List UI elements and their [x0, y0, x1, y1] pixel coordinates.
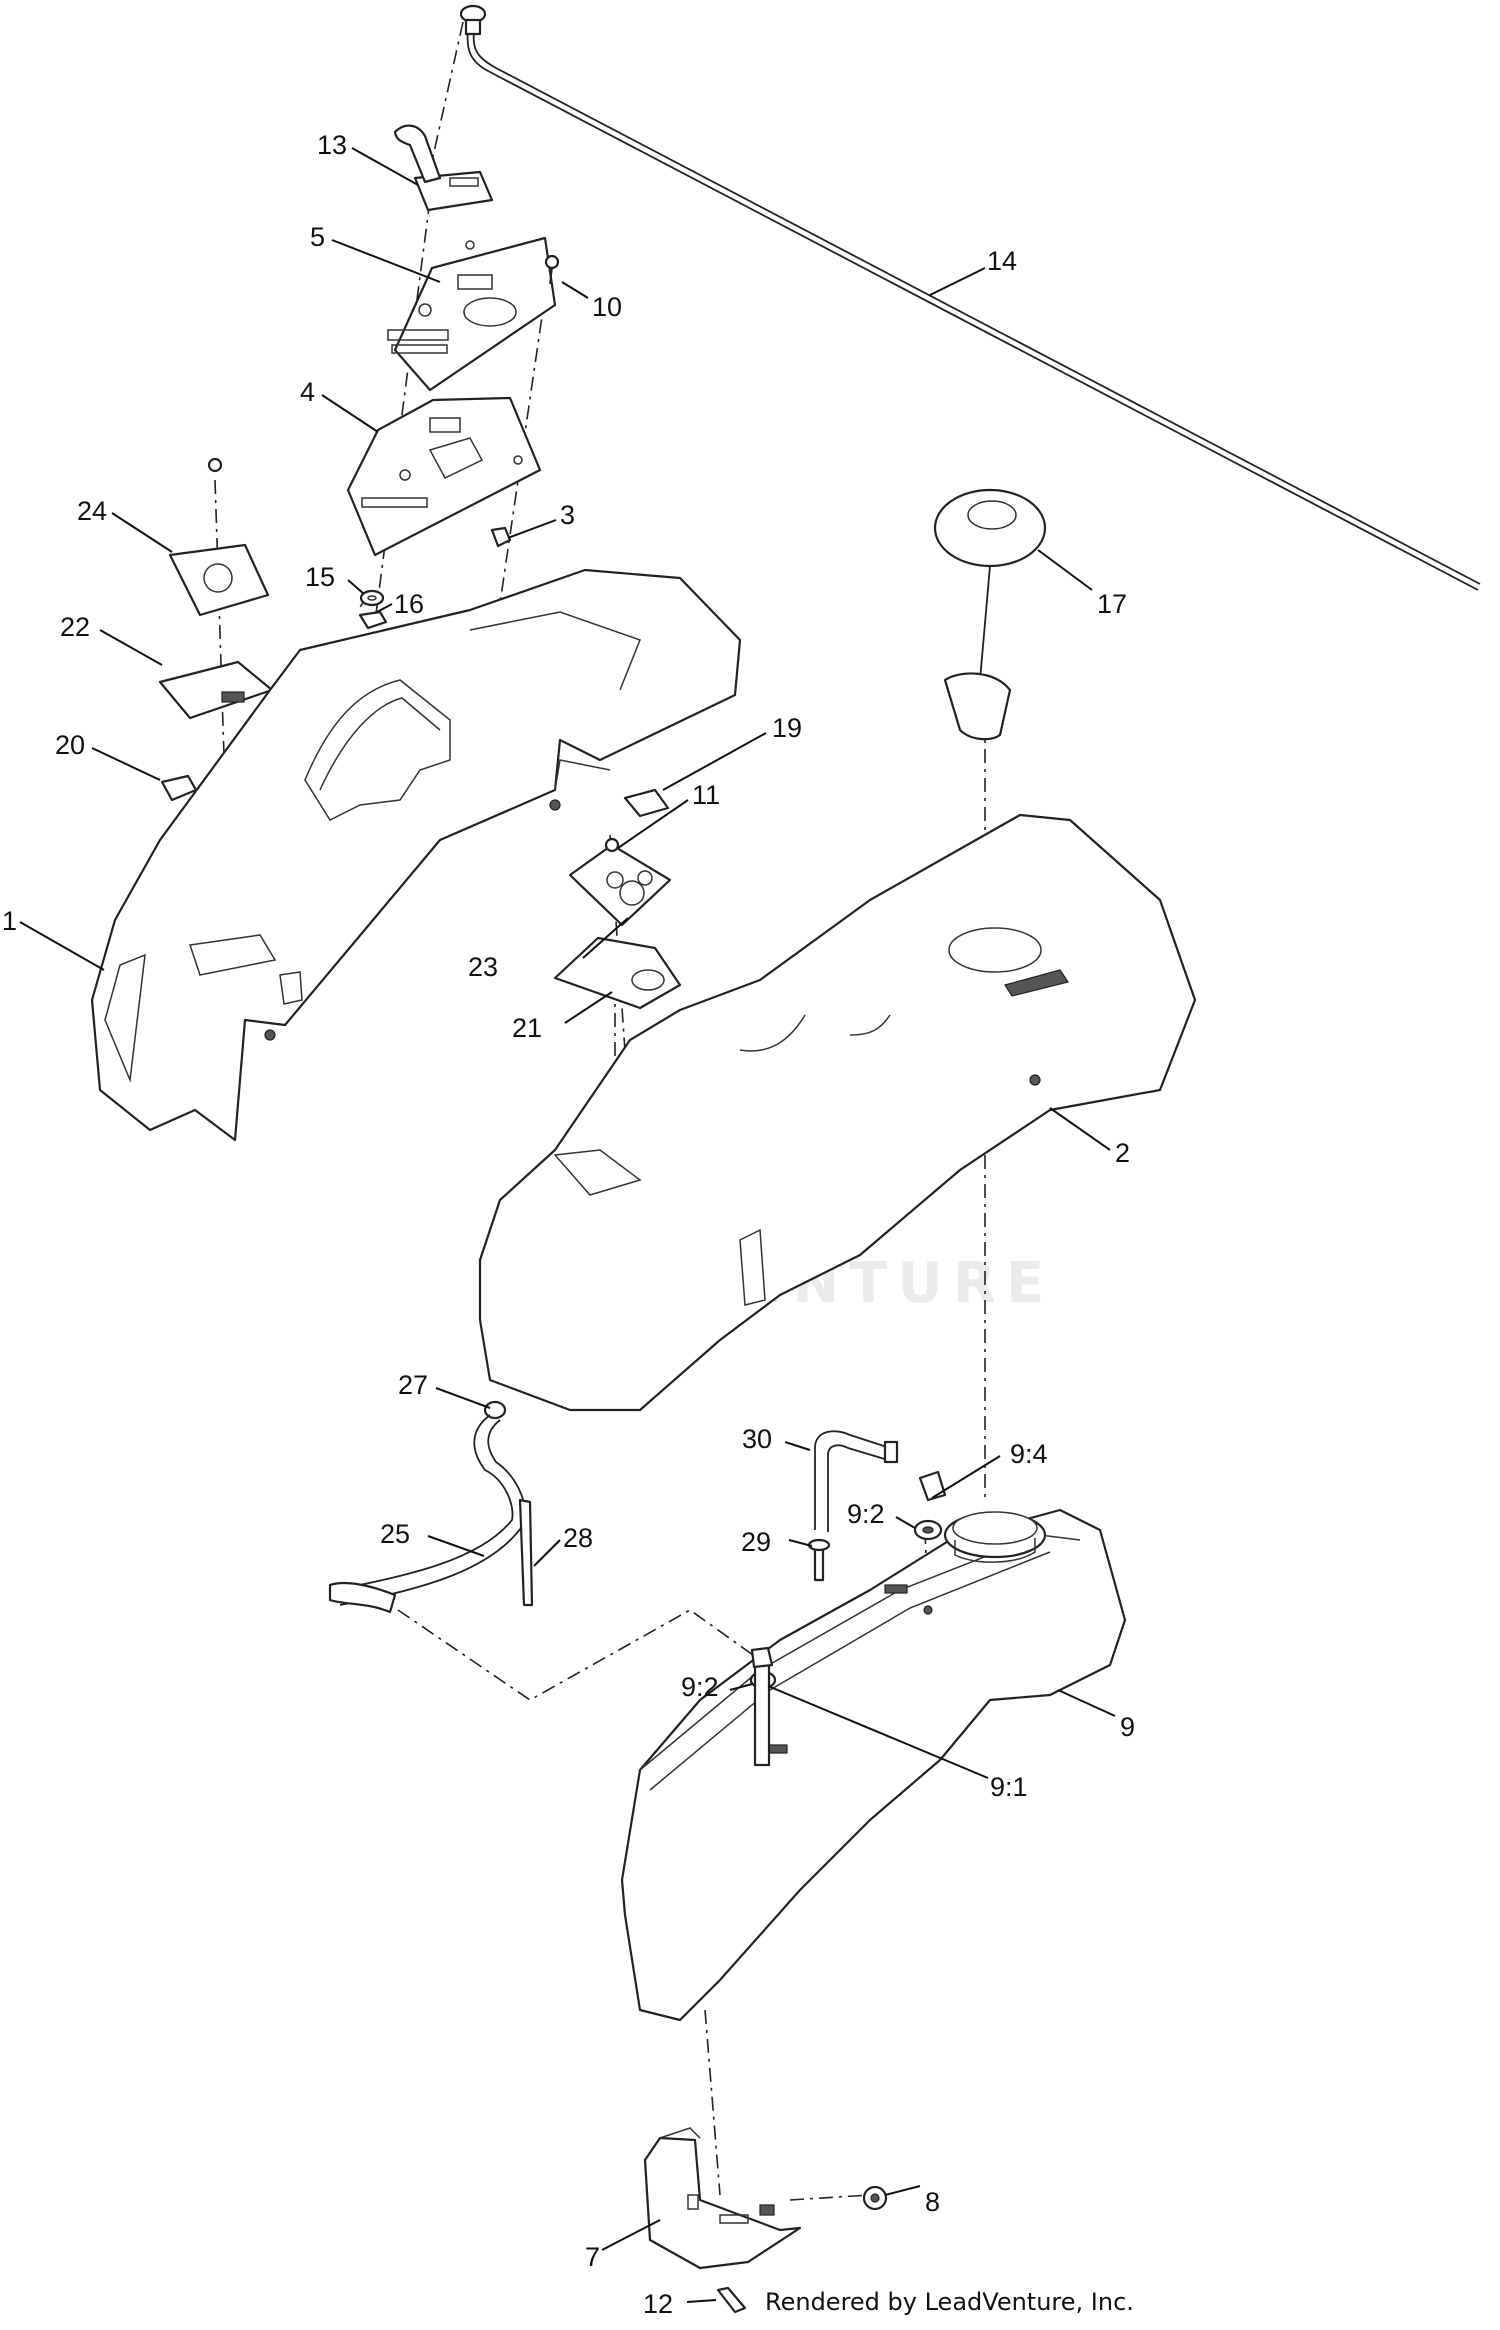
part-19-plug: [623, 788, 670, 818]
callout-10: 10: [592, 292, 622, 322]
part-9-1-pickup-tube: [750, 1646, 774, 1767]
callout-11: 11: [692, 780, 720, 810]
callout-15: 15: [305, 562, 335, 592]
part-23-switch-plate: [568, 837, 672, 927]
callout-12: 12: [643, 2289, 673, 2319]
part-15-washer: [359, 589, 385, 607]
callout-19: 19: [772, 713, 802, 743]
callout-22: 22: [60, 612, 90, 642]
callout-23: 23: [468, 952, 498, 982]
part-16-nut: [358, 610, 388, 630]
callout-21: 21: [512, 1013, 542, 1043]
callout-3: 3: [560, 500, 575, 530]
render-credit: Rendered by LeadVenture, Inc.: [765, 2288, 1134, 2316]
callout-13: 13: [317, 130, 347, 160]
callout-2: 2: [1115, 1138, 1130, 1168]
callout-20: 20: [55, 730, 85, 760]
part-9-4-elbow-fitting: [918, 1470, 947, 1502]
callout-24: 24: [77, 496, 107, 526]
part-2-body-fender: [478, 813, 1197, 1412]
callout-28: 28: [563, 1523, 593, 1553]
callout-7: 7: [585, 2242, 600, 2272]
callout-4: 4: [300, 377, 315, 407]
leader-lines: [19, 147, 1116, 2303]
callout-16: 16: [394, 589, 424, 619]
part-4-gasket-plate: [346, 396, 542, 557]
part-12-strap: [716, 2286, 747, 2314]
callout-9-2-lower: 9:2: [681, 1672, 719, 1702]
part-7-mounting-bracket: [643, 2127, 802, 2270]
callout-8: 8: [925, 2187, 940, 2217]
part-9-fuel-tank: [620, 1508, 1127, 2022]
callout-14: 14: [987, 246, 1017, 276]
part-21-seal: [553, 936, 682, 1010]
part-17-fuel-cap: [933, 488, 1047, 741]
part-13-throttle-lever: [393, 124, 494, 212]
part-24-cover-plate: [168, 457, 270, 617]
callout-9: 9: [1120, 1712, 1135, 1742]
part-1-console-shroud: [90, 568, 742, 1142]
callout-1: 1: [2, 906, 17, 936]
callout-9-4: 9:4: [1010, 1439, 1048, 1469]
part-30-vent-hose: [814, 1430, 899, 1532]
callout-27: 27: [398, 1370, 428, 1400]
callout-25: 25: [380, 1519, 410, 1549]
part-5-control-plate: [387, 236, 557, 392]
part-8-bolt: [862, 2185, 888, 2211]
part-10-screw: [544, 254, 560, 285]
callout-30: 30: [742, 1424, 772, 1454]
callout-9-1: 9:1: [990, 1772, 1028, 1802]
callout-9-2-upper: 9:2: [847, 1499, 885, 1529]
callout-labels: 13 5 10 14 4 24 3 17 15 16 22 19 20 11 1…: [2, 130, 1135, 2319]
callout-17: 17: [1097, 589, 1127, 619]
part-9-2-grommet-top: [913, 1519, 943, 1541]
part-28-strap: [518, 1498, 534, 1607]
part-27-hose-clamp: [483, 1400, 507, 1420]
part-14-cable: [459, 4, 1481, 591]
callout-29: 29: [741, 1527, 771, 1557]
part-25-fuel-hose: [328, 1414, 527, 1614]
callout-5: 5: [310, 222, 325, 252]
part-3-clip-nut: [490, 526, 512, 548]
